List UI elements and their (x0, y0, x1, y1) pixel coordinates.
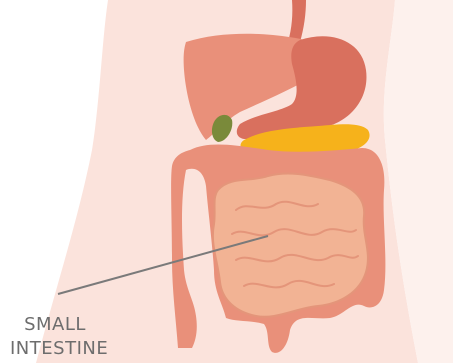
label-intestine: INTESTINE (10, 338, 100, 360)
label-small: SMALL (10, 314, 100, 336)
